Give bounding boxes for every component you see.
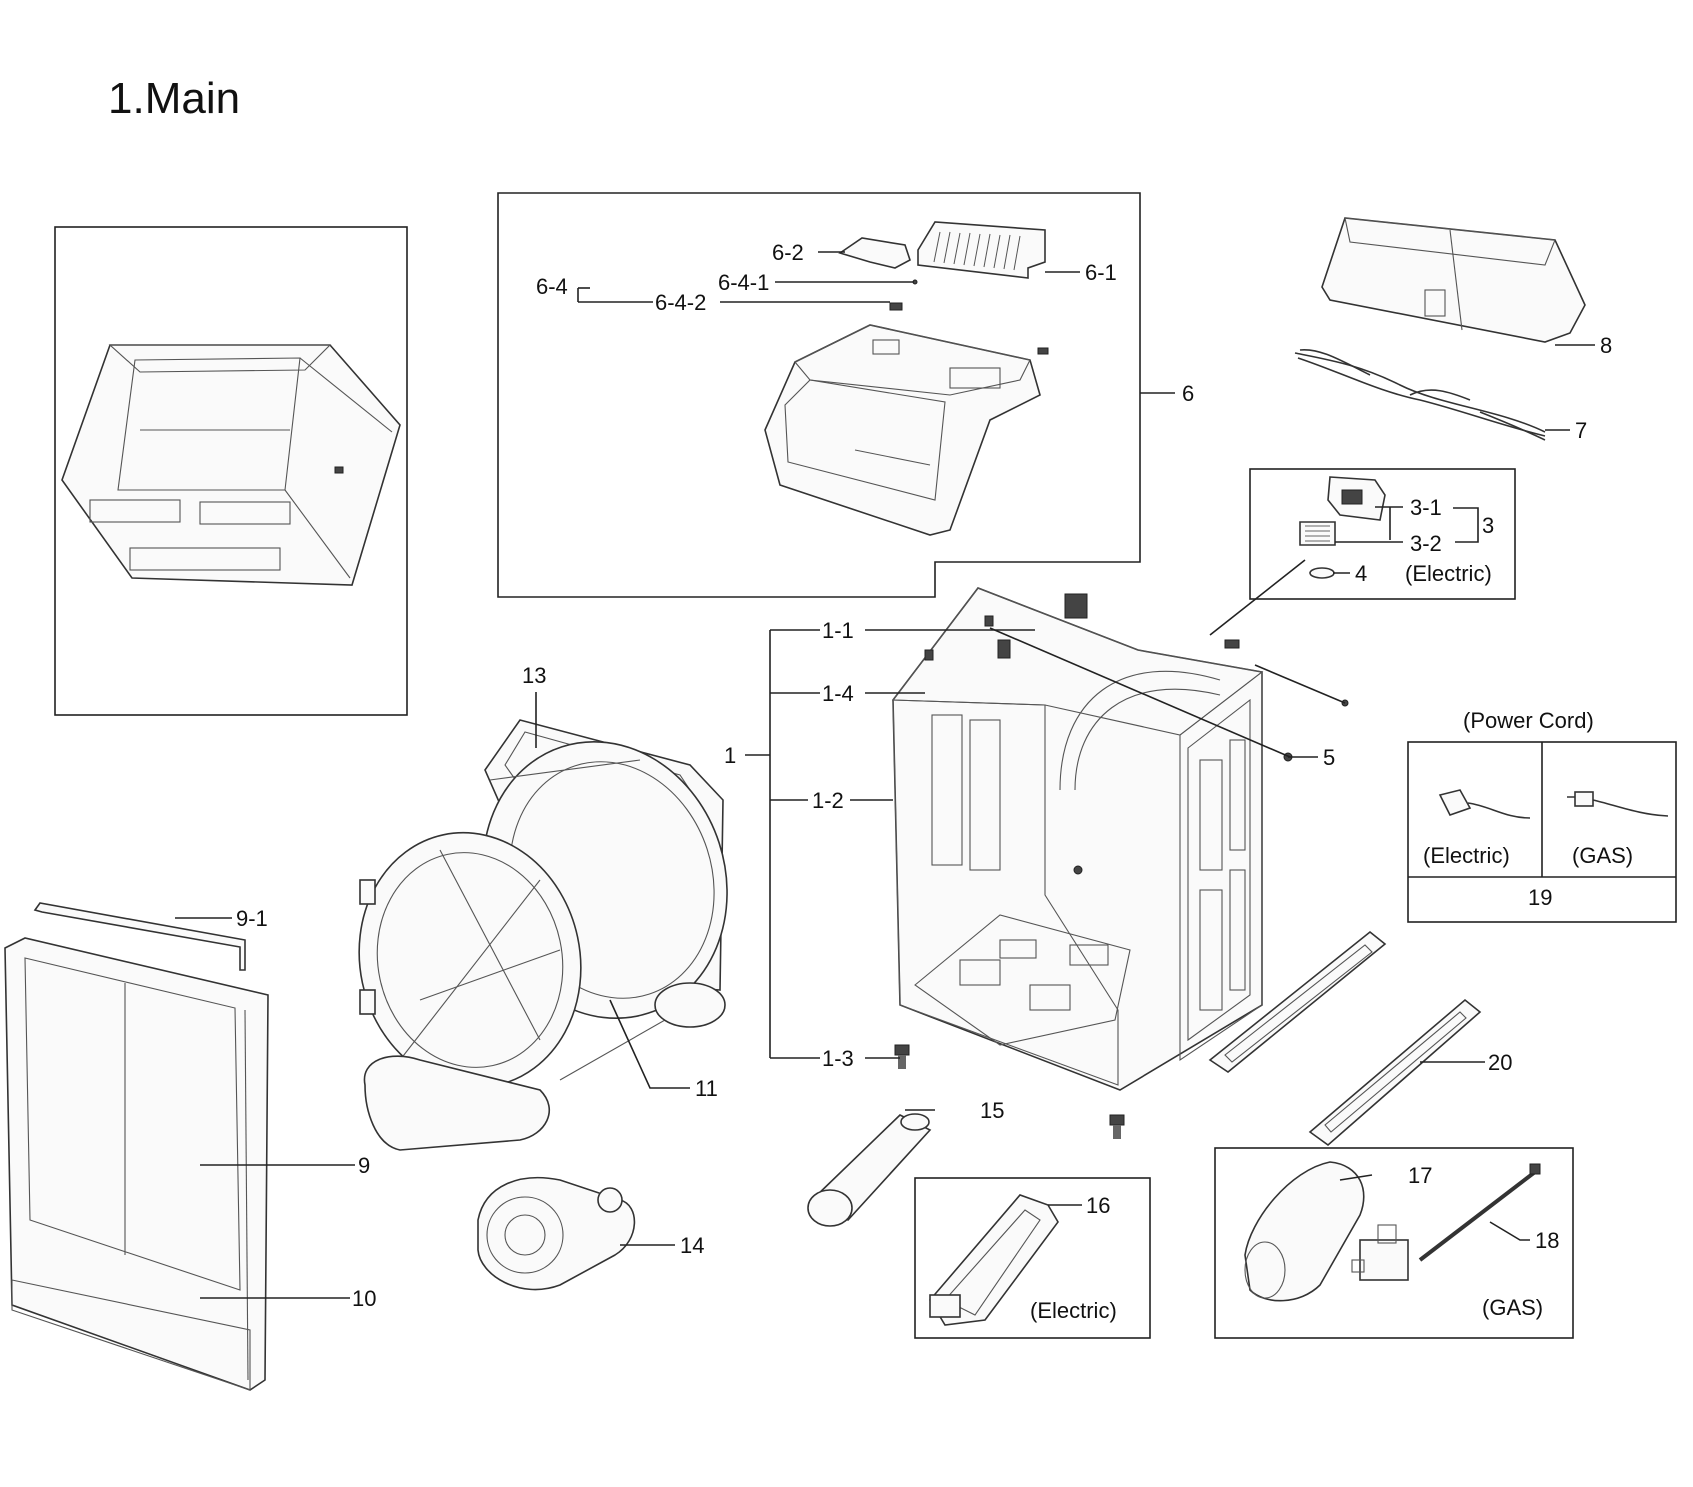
label-7: 7 — [1575, 418, 1587, 443]
part-1-3-leveling-foot-rear — [1109, 1114, 1125, 1139]
label-1-2: 1-2 — [812, 788, 844, 813]
heater-electric-panel — [914, 1177, 1151, 1339]
label-power-cord: (Power Cord) — [1463, 708, 1594, 733]
part-10-door-panel — [11, 1279, 251, 1391]
label-6-1: 6-1 — [1085, 260, 1117, 285]
label-15: 15 — [980, 1098, 1004, 1123]
label-6: 6 — [1182, 381, 1194, 406]
part-17-gas-valve — [1351, 1224, 1409, 1281]
part-7-wire-harness — [1294, 349, 1546, 441]
label-14: 14 — [680, 1233, 704, 1258]
label-17: 17 — [1408, 1163, 1432, 1188]
gas-burner-panel — [1214, 1147, 1574, 1339]
part-6-4-clip-right — [1037, 347, 1049, 355]
power-cord-panel — [1407, 741, 1677, 923]
label-18: 18 — [1535, 1228, 1559, 1253]
power-cord-electric-illustration — [1438, 789, 1531, 819]
label-13: 13 — [522, 663, 546, 688]
part-9-door — [4, 937, 269, 1391]
part-labels: 6-2 6-1 6-4 6-4-1 6-4-2 6 8 7 3-1 3-2 3 … — [236, 240, 1633, 1323]
part-4-grommet — [1309, 567, 1335, 579]
label-6-2: 6-2 — [772, 240, 804, 265]
label-3-2: 3-2 — [1410, 531, 1442, 556]
label-10: 10 — [352, 1286, 376, 1311]
label-3: 3 — [1482, 513, 1494, 538]
part-9-1-door-handle — [33, 902, 246, 971]
label-1-1: 1-1 — [822, 618, 854, 643]
diagram-title: 1.Main — [108, 74, 240, 123]
label-20: 20 — [1488, 1050, 1512, 1075]
label-3-1: 3-1 — [1410, 495, 1442, 520]
front-lint-duct — [359, 879, 726, 1151]
part-6-4-2-clip — [889, 302, 903, 311]
label-6-4-1: 6-4-1 — [718, 270, 769, 295]
label-16-electric: (Electric) — [1030, 1298, 1117, 1323]
label-6-4-2: 6-4-2 — [655, 290, 706, 315]
label-1: 1 — [724, 743, 736, 768]
label-6-4: 6-4 — [536, 274, 568, 299]
label-19: 19 — [1528, 885, 1552, 910]
power-cord-gas-illustration — [1567, 791, 1669, 817]
part-16-heater-assembly — [929, 1194, 1059, 1326]
leader-lines — [175, 251, 1595, 1299]
part-15-exhaust-duct — [807, 1113, 932, 1227]
control-panel-assembly-panel — [497, 192, 1141, 598]
part-6-control-panel — [764, 324, 1041, 536]
label-11: 11 — [695, 1076, 718, 1101]
part-1-1-clip — [984, 615, 994, 627]
label-9-1: 9-1 — [236, 906, 268, 931]
part-8-top-cover — [1321, 217, 1586, 343]
label-1-4: 1-4 — [822, 681, 854, 706]
label-5: 5 — [1323, 745, 1335, 770]
terminal-block-electric-panel — [1249, 468, 1516, 600]
label-16: 16 — [1086, 1193, 1110, 1218]
label-3-electric: (Electric) — [1405, 561, 1492, 586]
label-8: 8 — [1600, 333, 1612, 358]
label-4: 4 — [1355, 561, 1367, 586]
part-6-2-bracket — [838, 237, 911, 269]
label-18-gas: (GAS) — [1482, 1295, 1543, 1320]
part-18-igniter-tube — [1418, 1163, 1541, 1262]
part-6-1-grille — [917, 221, 1046, 279]
part-14-blower-housing — [477, 1176, 636, 1291]
part-17-burner-housing — [1244, 1161, 1365, 1302]
part-20-rail-front — [1208, 930, 1387, 1073]
part-11-drum — [358, 740, 728, 1089]
part-1-4-clip — [924, 649, 934, 661]
assembled-dryer-panel — [54, 226, 408, 716]
part-1-3-leveling-foot — [894, 1044, 910, 1069]
label-power-cord-gas: (GAS) — [1572, 843, 1633, 868]
assembled-dryer-illustration — [61, 344, 401, 586]
label-1-3: 1-3 — [822, 1046, 854, 1071]
part-3-2-insulator — [1299, 521, 1336, 546]
part-1-cabinet — [891, 587, 1264, 1091]
part-20-rail-rear — [1308, 998, 1482, 1147]
label-power-cord-electric: (Electric) — [1423, 843, 1510, 868]
label-9: 9 — [358, 1153, 370, 1178]
